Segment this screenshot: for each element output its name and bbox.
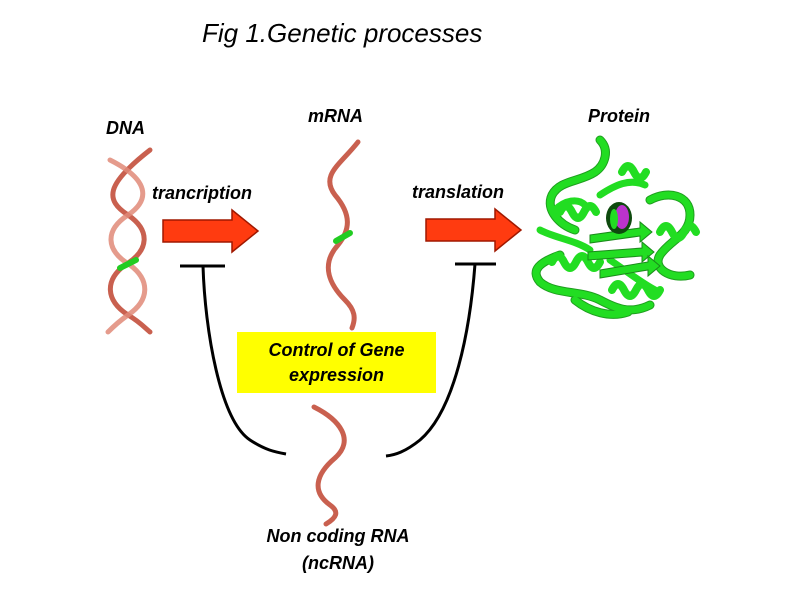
ncrna-label-line1: Non coding RNA — [266, 526, 410, 546]
protein-ribbon-icon — [528, 133, 704, 323]
inhibition-connector-left — [180, 264, 287, 456]
dna-helix-icon — [105, 147, 153, 335]
translation-label: translation — [412, 182, 505, 202]
mrna-label: mRNA — [308, 106, 364, 126]
control-box-text: Control of Gene expression — [268, 339, 405, 385]
transcription-label: trancription — [152, 183, 253, 203]
inhibition-connector-right — [385, 262, 496, 458]
figure-title: Fig 1.Genetic processes — [202, 18, 483, 48]
ncrna-label-line2: (ncRNA) — [302, 553, 374, 573]
ncrna-label: Non coding RNA (ncRNA) — [228, 523, 448, 577]
translation-arrow — [425, 207, 523, 253]
mrna-strand-icon — [325, 139, 361, 331]
transcription-arrow — [162, 208, 260, 254]
control-of-gene-expression-box: Control of Gene expression — [237, 332, 436, 393]
ncrna-strand-icon — [311, 404, 347, 527]
dna-label: DNA — [106, 118, 145, 138]
protein-label: Protein — [588, 106, 651, 126]
